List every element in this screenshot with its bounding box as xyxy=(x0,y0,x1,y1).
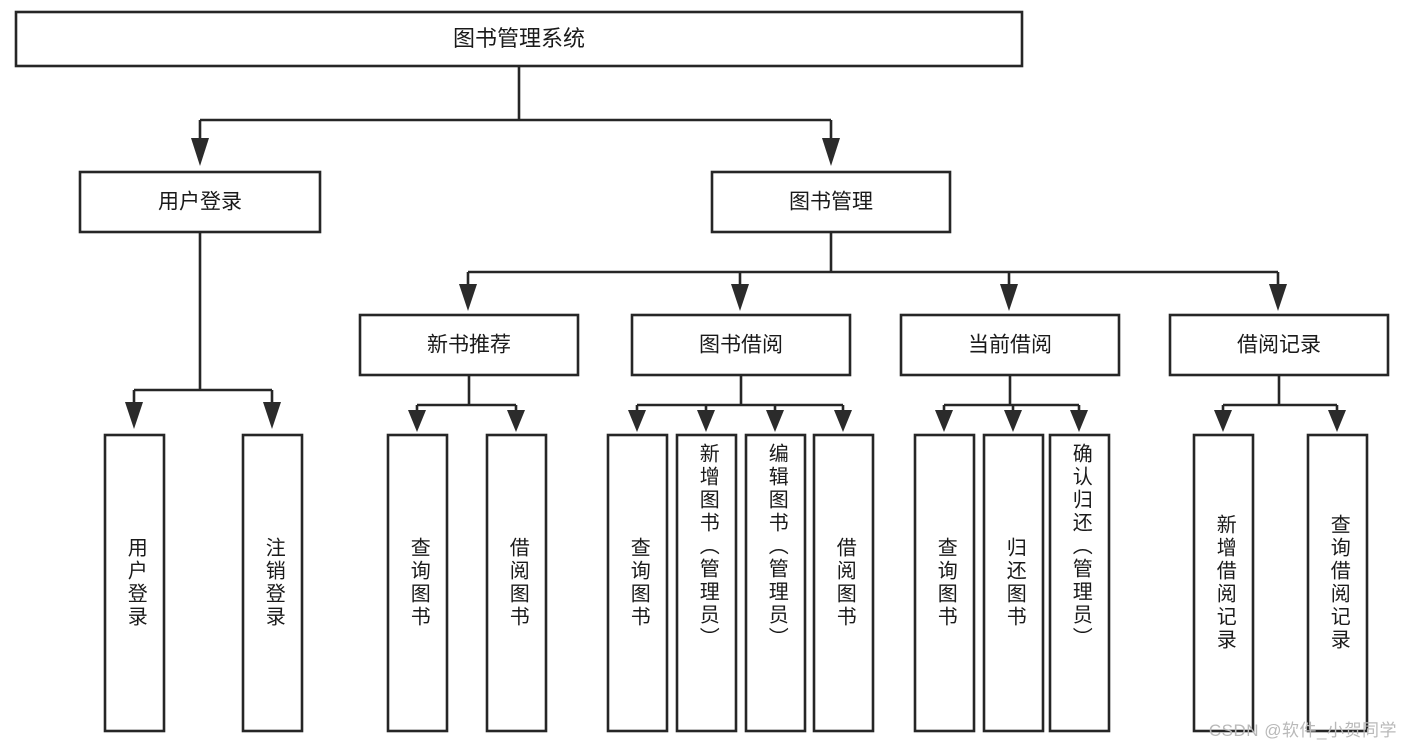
arrow-head-bookmanage xyxy=(822,138,840,166)
watermark-text: CSDN @软件_小贺同学 xyxy=(1208,721,1397,740)
arrow-head-borrow-book-2 xyxy=(834,410,852,432)
node-new-book-recommend-label: 新书推荐 xyxy=(427,334,511,357)
node-borrow-record-box[interactable] xyxy=(1168,313,1390,377)
arrow-head-edit-book-admin xyxy=(766,410,784,432)
arrow-head-book-borrow xyxy=(731,284,749,311)
arrow-head-query-borrow-record xyxy=(1328,410,1346,432)
arrow-head-return-book xyxy=(1004,410,1022,432)
leaf-box-return-book[interactable] xyxy=(982,433,1045,733)
node-user-login-box[interactable] xyxy=(78,170,322,234)
arrow-head-user-login-do xyxy=(125,402,143,429)
leaf-box-query-borrow-record[interactable] xyxy=(1306,433,1369,733)
arrow-head-borrow-record xyxy=(1269,284,1287,311)
node-borrow-record-label: 借阅记录 xyxy=(1237,334,1321,357)
node-user-login-label: 用户登录 xyxy=(158,191,242,214)
leaf-box-layer xyxy=(103,433,1369,733)
arrow-head-user-logout xyxy=(263,402,281,429)
node-user-login[interactable]: 用户登录 xyxy=(78,170,322,234)
arrow-head-query-book-2 xyxy=(628,410,646,432)
leaf-box-user-logout[interactable] xyxy=(241,433,304,733)
leaf-box-add-borrow-record[interactable] xyxy=(1192,433,1255,733)
node-book-manage-box[interactable] xyxy=(710,170,952,234)
arrow-head-userlogin xyxy=(191,138,209,166)
arrow-head-add-borrow-record xyxy=(1214,410,1232,432)
node-book-manage[interactable]: 图书管理 xyxy=(710,170,952,234)
node-new-book-recommend[interactable]: 新书推荐 xyxy=(358,313,580,377)
node-root-label: 图书管理系统 xyxy=(453,26,585,51)
leaf-box-confirm-return-admin[interactable] xyxy=(1048,433,1111,733)
arrow-head-borrow-book-1 xyxy=(507,410,525,432)
arrow-head-confirm-return-admin xyxy=(1070,410,1088,432)
leaf-box-borrow-book-2[interactable] xyxy=(812,433,875,733)
node-book-borrow[interactable]: 图书借阅 xyxy=(630,313,852,377)
arrow-head-new-book-recommend xyxy=(459,284,477,311)
node-new-book-recommend-box[interactable] xyxy=(358,313,580,377)
leaf-box-borrow-book-1[interactable] xyxy=(485,433,548,733)
arrow-head-query-book-1 xyxy=(408,410,426,432)
arrow-head-query-book-3 xyxy=(935,410,953,432)
node-root[interactable]: 图书管理系统 xyxy=(14,10,1024,68)
node-current-borrow-box[interactable] xyxy=(899,313,1121,377)
leaf-box-edit-book-admin[interactable] xyxy=(744,433,807,733)
connector-layer xyxy=(125,66,1346,432)
node-current-borrow-label: 当前借阅 xyxy=(968,334,1052,357)
node-borrow-record[interactable]: 借阅记录 xyxy=(1168,313,1390,377)
node-book-manage-label: 图书管理 xyxy=(789,191,873,214)
leaf-box-query-book-3[interactable] xyxy=(913,433,976,733)
node-book-borrow-label: 图书借阅 xyxy=(699,334,783,357)
leaf-box-query-book-1[interactable] xyxy=(386,433,449,733)
node-book-borrow-box[interactable] xyxy=(630,313,852,377)
leaf-box-query-book-2[interactable] xyxy=(606,433,669,733)
node-root-box[interactable] xyxy=(14,10,1024,68)
leaf-box-add-book-admin[interactable] xyxy=(675,433,738,733)
arrow-head-add-book-admin xyxy=(697,410,715,432)
arrow-head-current-borrow xyxy=(1000,284,1018,311)
leaf-box-user-login-do[interactable] xyxy=(103,433,166,733)
node-current-borrow[interactable]: 当前借阅 xyxy=(899,313,1121,377)
